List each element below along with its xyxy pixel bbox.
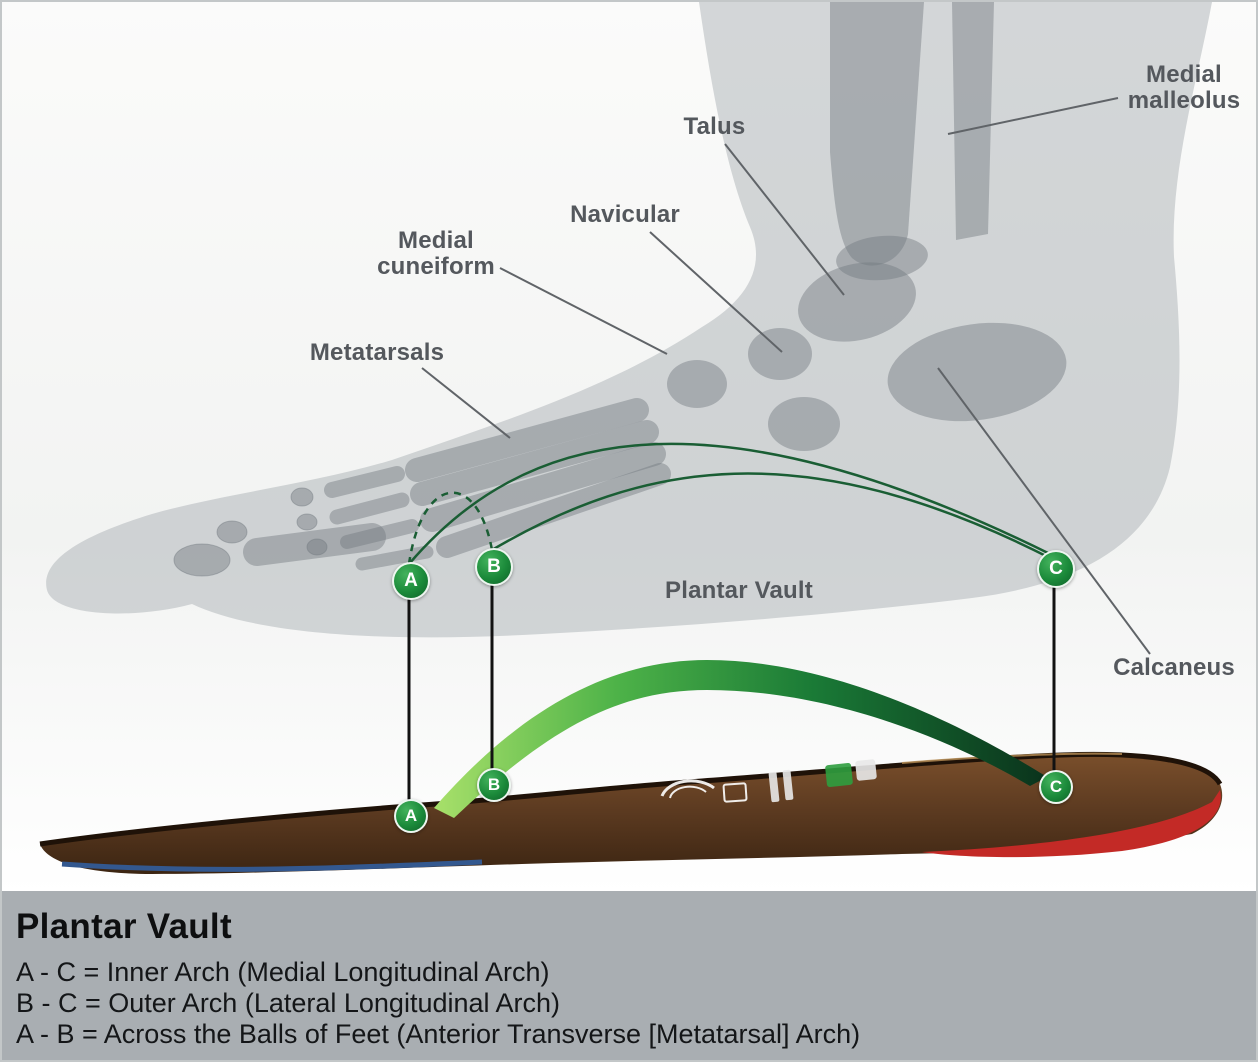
navicular-bone (748, 328, 812, 380)
marker-c-insole: C (1039, 770, 1073, 804)
diagram-area: Medial malleolus Talus Navicular Medial … (2, 2, 1256, 895)
legend-line-inner-arch: A - C = Inner Arch (Medial Longitudinal … (16, 957, 1256, 988)
legend-panel: Plantar Vault A - C = Inner Arch (Medial… (2, 891, 1256, 1060)
legend-line-transverse-arch: A - B = Across the Balls of Feet (Anteri… (16, 1019, 1256, 1050)
cuneiform-bone (667, 360, 727, 408)
marker-b-skeleton: B (475, 548, 513, 586)
label-metatarsals: Metatarsals (302, 340, 452, 366)
legend-title: Plantar Vault (16, 907, 1256, 947)
marker-b-insole: B (477, 768, 511, 802)
fibula-bone (952, 2, 994, 240)
label-medial-cuneiform: Medial cuneiform (374, 228, 498, 280)
cuboid-bone (768, 397, 840, 451)
label-navicular: Navicular (564, 202, 686, 228)
foot-silhouette (46, 2, 1212, 637)
legend-line-outer-arch: B - C = Outer Arch (Lateral Longitudinal… (16, 988, 1256, 1019)
leader-line-metatarsals (422, 368, 510, 438)
label-plantar-vault: Plantar Vault (654, 578, 824, 604)
label-talus: Talus (667, 114, 762, 140)
marker-a-insole: A (394, 799, 428, 833)
label-calcaneus: Calcaneus (1104, 655, 1244, 681)
marker-c-skeleton: C (1037, 550, 1075, 588)
marker-a-skeleton: A (392, 562, 430, 600)
leader-line-medial-cuneiform (500, 268, 667, 354)
diagram-canvas (2, 2, 1256, 895)
label-medial-malleolus: Medial malleolus (1120, 62, 1248, 114)
